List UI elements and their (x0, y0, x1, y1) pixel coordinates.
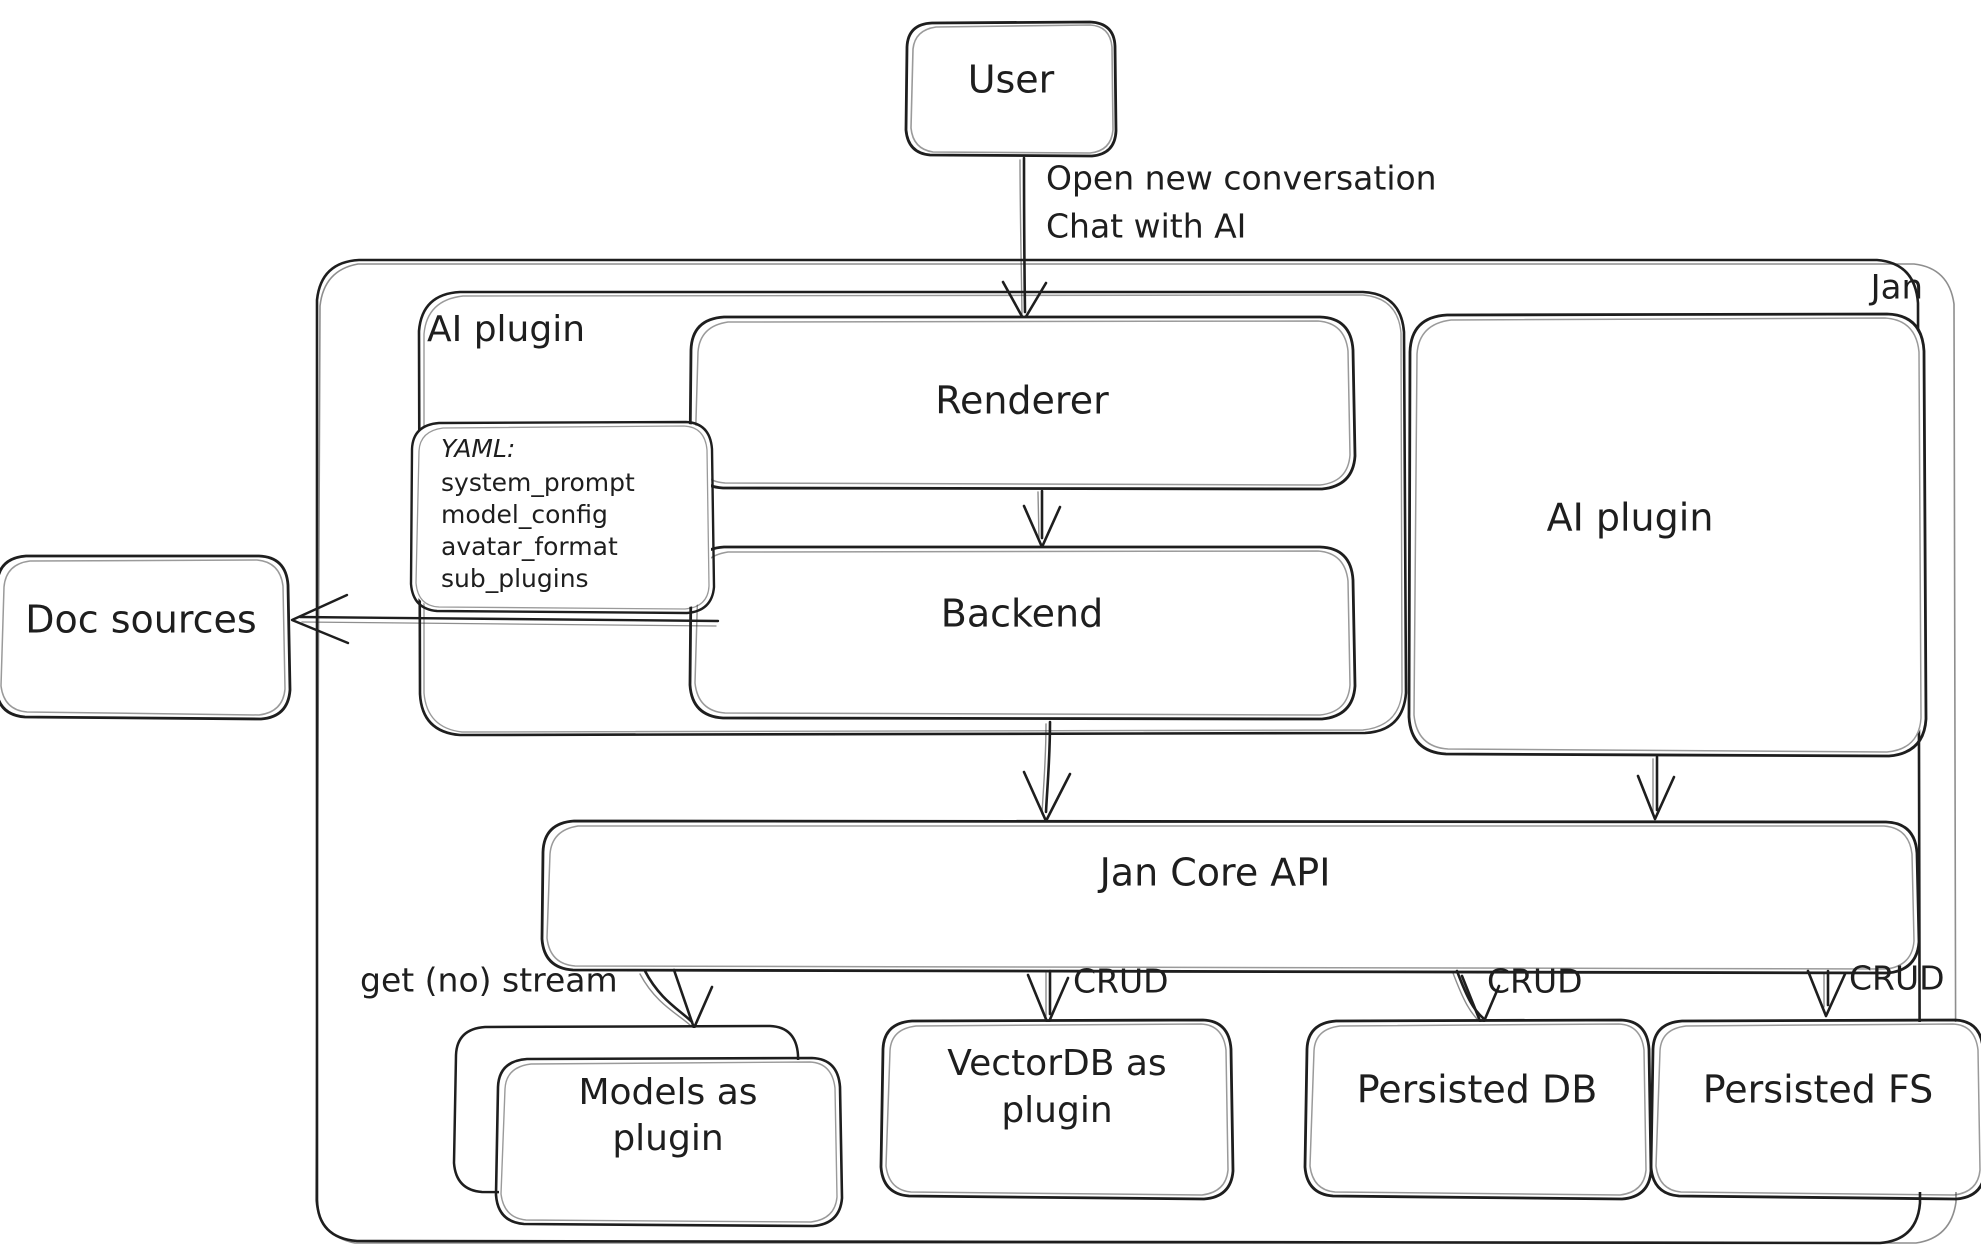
node-renderer[interactable]: Renderer (688, 315, 1357, 491)
edge-label-chat-with-ai: Chat with AI (1046, 207, 1246, 246)
yaml-item-avatar-format: avatar_format (441, 532, 618, 561)
edge-label-get-no-stream: get (no) stream (360, 961, 618, 1000)
ai-plugin-group[interactable]: AI plugin (417, 290, 1408, 737)
node-persisted-fs[interactable]: Persisted FS (1649, 1018, 1981, 1201)
node-doc-sources[interactable]: Doc sources (0, 554, 292, 721)
jan-container[interactable]: Jan (315, 258, 1957, 1245)
node-vectordb-as-plugin-label-line1: VectorDB as (947, 1043, 1166, 1084)
node-ai-plugin-box[interactable]: AI plugin (1407, 312, 1928, 758)
node-models-as-plugin-label-line1: Models as (578, 1072, 757, 1113)
node-backend[interactable]: Backend (688, 545, 1357, 721)
node-persisted-fs-label: Persisted FS (1703, 1068, 1934, 1112)
yaml-item-sub-plugins: sub_plugins (441, 564, 589, 593)
node-vectordb-as-plugin[interactable]: VectorDB as plugin (879, 1018, 1235, 1201)
node-doc-sources-label: Doc sources (25, 598, 256, 642)
yaml-config-card[interactable]: YAML: system_prompt model_config avatar_… (409, 420, 716, 615)
node-vectordb-as-plugin-label-line2: plugin (1001, 1090, 1112, 1131)
edge-backend-to-core (1022, 720, 1072, 823)
yaml-card-heading: YAML: (441, 434, 515, 463)
node-jan-core-api[interactable]: Jan Core API (540, 819, 1921, 975)
node-backend-label: Backend (941, 592, 1103, 636)
edge-label-crud-persisted-fs: CRUD (1849, 959, 1945, 998)
ai-plugin-group-label: AI plugin (427, 309, 585, 350)
node-models-as-plugin-label-line2: plugin (612, 1118, 723, 1159)
edge-backend-to-doc-sources (290, 593, 720, 645)
edge-label-open-conversation: Open new conversation (1046, 159, 1437, 198)
node-ai-plugin-box-label: AI plugin (1547, 496, 1714, 540)
node-models-as-plugin[interactable]: Models as plugin (452, 1024, 844, 1228)
node-jan-core-api-label: Jan Core API (1098, 851, 1331, 895)
node-persisted-db[interactable]: Persisted DB (1303, 1018, 1653, 1201)
node-user-label: User (968, 58, 1055, 102)
edge-label-crud-persisted-db: CRUD (1487, 962, 1583, 1001)
edge-core-to-persisted-fs: CRUD (1806, 959, 1945, 1018)
edge-ai-plugin-to-core (1636, 755, 1676, 821)
jan-container-label: Jan (1869, 268, 1923, 308)
edge-core-to-vectordb: CRUD (1026, 962, 1169, 1026)
node-user[interactable]: User (904, 20, 1118, 158)
node-persisted-db-label: Persisted DB (1357, 1068, 1598, 1112)
node-renderer-label: Renderer (935, 379, 1109, 423)
edge-label-crud-vectordb: CRUD (1073, 962, 1169, 1001)
edge-renderer-to-backend (1022, 489, 1062, 549)
yaml-item-system-prompt: system_prompt (441, 468, 635, 497)
yaml-item-model-config: model_config (441, 500, 608, 529)
